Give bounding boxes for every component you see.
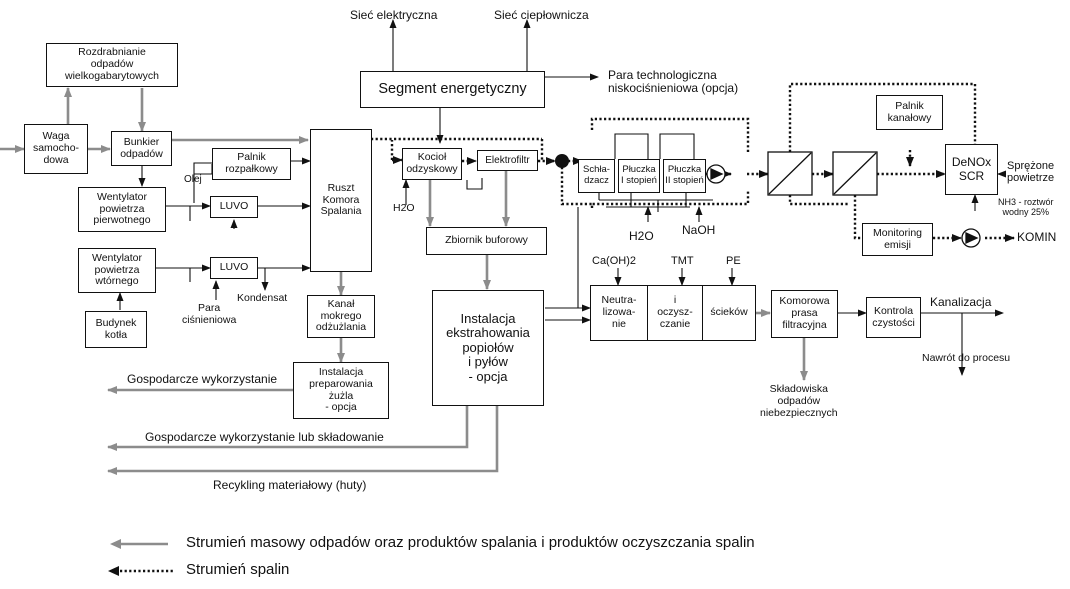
gospodarcze-skladowanie-label: Gospodarcze wykorzystanie lub składowani… [145,430,384,444]
kanalizacja-label: Kanalizacja [930,295,992,309]
prasa-box: Komorowa prasa filtracyjna [771,290,838,338]
legend-mass-arrowhead [110,539,121,549]
junction-dot [555,154,569,168]
schladzacz-box: Schła- dzacz [578,159,615,193]
ruszt-box: Ruszt Komora Spalania [310,129,372,272]
legend-mass-stream: Strumień masowy odpadów oraz produktów s… [186,534,755,551]
neutralizowanie-box: Neutra- lizowa- nie [590,285,648,341]
rozdrabnianie-box: Rozdrabnianie odpadów wielkogabarytowych [46,43,178,87]
instalacja-zuzla-box: Instalacja preparowania żużla - opcja [293,362,389,419]
wentylator-pierwotny-box: Wentylator powietrza pierwotnego [78,187,166,232]
waga-box: Waga samocho- dowa [24,124,88,174]
nh3-label: NH3 - roztwór wodny 25% [998,197,1054,218]
h2o-left-label: H2O [393,202,415,214]
bunkier-box: Bunkier odpadów [111,131,172,166]
olej-label: Olej [184,174,202,185]
skladowiska-label: Składowiska odpadów niebezpiecznych [760,383,838,419]
sprezone-powietrze-label: Sprężone powietrze [1007,160,1055,185]
luvo-box-2: LUVO [210,257,258,279]
luvo-box-1: LUVO [210,196,258,218]
oczyszczanie-box: i oczysz- czanie [647,285,703,341]
palnik-kanalowy-box: Palnik kanałowy [876,95,943,130]
kondensat-label: Kondensat [237,292,288,304]
kanal-box: Kanał mokrego odżużlania [307,295,375,338]
instalacja-popiolow-box: Instalacja ekstrahowania popiołów i pyłó… [432,290,544,406]
siec-elektryczna-label: Sieć elektryczna [350,8,438,22]
budynek-box: Budynek kotła [85,311,147,348]
pe-label: PE [726,255,741,267]
kociol-box: Kocioł odzyskowy [402,148,462,180]
para-cisnieniowa-label: Para ciśnieniowa [182,302,237,326]
caoh2-label: Ca(OH)2 [592,255,637,267]
h2o-scrubber-label: H2O [629,229,654,243]
legend-flue-stream: Strumień spalin [186,561,290,578]
komin-label: KOMIN [1017,230,1057,244]
pluczka-2-box: Płuczka II stopień [663,159,706,193]
recykling-label: Recykling materiałowy (huty) [213,478,367,492]
tmt-label: TMT [671,255,694,267]
denox-box: DeNOx SCR [945,144,998,195]
para-technologiczna-label: Para technologiczna niskociśnieniowa (op… [608,68,739,96]
naoh-label: NaOH [682,223,716,237]
pluczka-1-box: Płuczka I stopień [618,159,660,193]
wentylator-wtorny-box: Wentylator powietrza wtórnego [78,248,156,293]
kontrola-box: Kontrola czystości [866,297,921,338]
popioly-to-skladowanie [107,406,469,451]
sciekow-box: ścieków [702,285,756,341]
monitoring-box: Monitoring emisji [862,223,933,256]
palnik-rozpalkowy-box: Palnik rozpałkowy [212,148,291,180]
zbiornik-box: Zbiornik buforowy [426,227,547,255]
siec-cieplownicza-label: Sieć ciepłownicza [494,8,589,22]
nawrot-label: Nawrót do procesu [922,352,1011,364]
elektrofiltr-box: Elektrofiltr [477,150,538,171]
segment-energetyczny-box: Segment energetyczny [360,71,545,108]
popioly-to-recykling [107,406,499,475]
gospodarcze-label: Gospodarcze wykorzystanie [127,372,278,386]
